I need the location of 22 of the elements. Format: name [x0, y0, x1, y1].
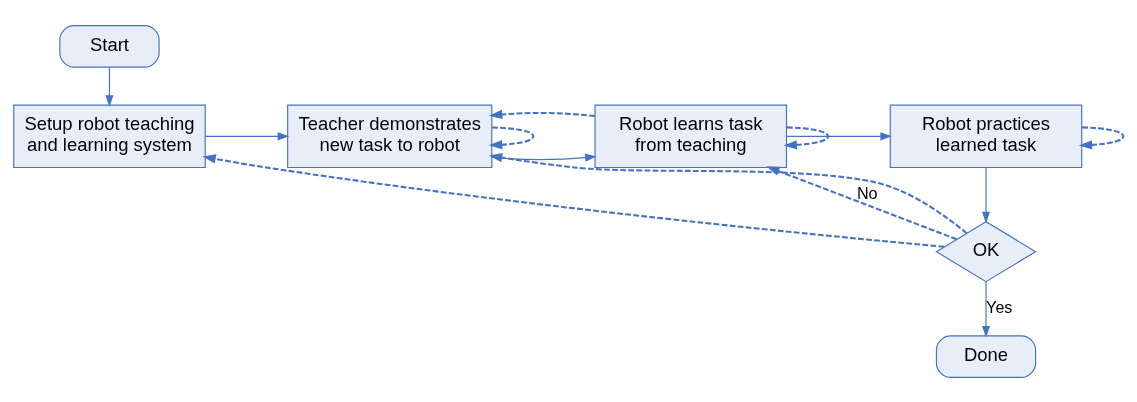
arrow — [785, 131, 892, 140]
arrow — [766, 165, 957, 240]
node-box: Setup robot teaching and learning system — [13, 104, 206, 168]
arrow — [491, 153, 597, 162]
arrow — [981, 280, 991, 337]
node-box: Start — [59, 24, 160, 68]
arrow — [783, 125, 830, 150]
arrow — [488, 109, 595, 119]
arrow — [488, 152, 968, 234]
arrow — [488, 125, 535, 149]
node-box: Teacher demonstrates new task to robot — [287, 104, 493, 168]
node-diamond: OK — [935, 220, 1037, 282]
arrow — [981, 166, 991, 223]
arrow — [202, 153, 945, 248]
edge-label: No — [856, 183, 878, 202]
node-box: Done — [935, 334, 1037, 378]
node-box: Robot practices learned task — [889, 104, 1083, 168]
edge-label: Yes — [986, 297, 1013, 316]
arrow — [1078, 125, 1125, 150]
arrow — [204, 131, 290, 140]
arrow — [105, 66, 114, 107]
node-box: Robot learns task from teaching — [594, 104, 788, 168]
